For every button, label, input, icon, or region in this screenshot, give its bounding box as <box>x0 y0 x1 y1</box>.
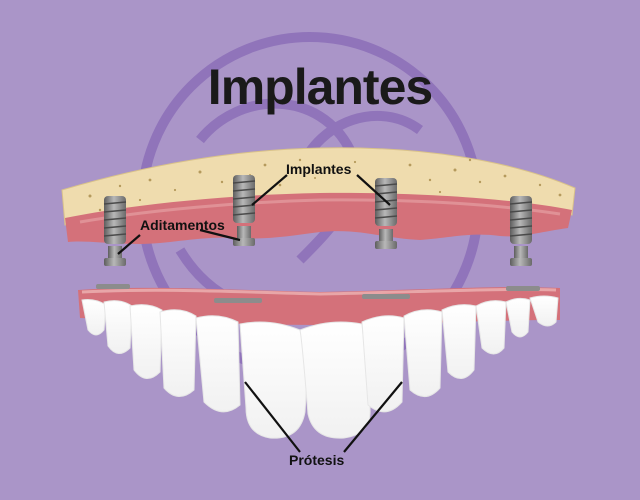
page-title: Implantes <box>207 59 433 115</box>
implant-1 <box>103 196 127 266</box>
implant-4 <box>509 196 533 266</box>
implants-label: Implantes <box>286 161 352 177</box>
prosthesis-label: Prótesis <box>289 452 345 468</box>
prosthesis-gum-highlight <box>81 287 557 296</box>
abutments-label: Aditamentos <box>140 217 225 233</box>
leader-lines <box>117 174 403 453</box>
upper-gum <box>65 192 572 244</box>
upper-gum-highlight <box>79 198 561 224</box>
implant-2 <box>232 175 256 246</box>
prosthesis-teeth <box>81 295 559 439</box>
prosthesis-connectors <box>96 284 540 303</box>
implant-3 <box>374 178 398 249</box>
bone-texture <box>88 158 562 212</box>
